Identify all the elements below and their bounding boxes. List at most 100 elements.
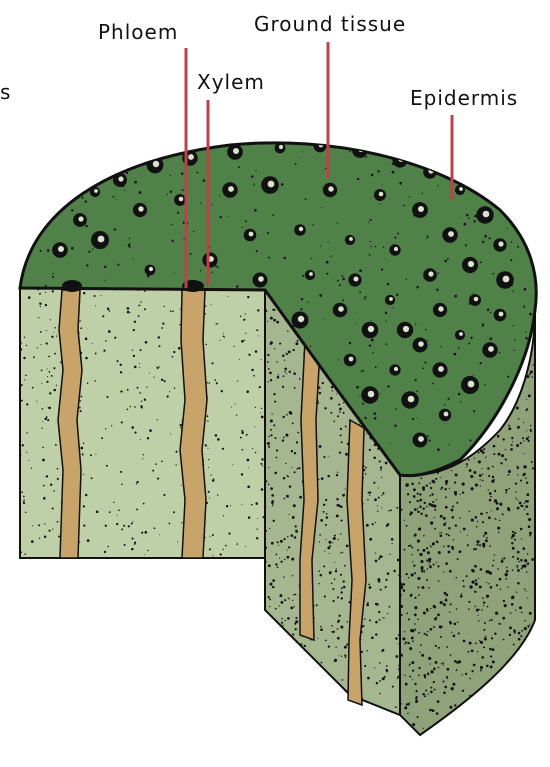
stipple-dot bbox=[168, 151, 169, 152]
stipple-dot bbox=[127, 389, 129, 391]
stipple-dot bbox=[524, 620, 526, 622]
stipple-dot bbox=[428, 558, 431, 561]
stipple-dot bbox=[437, 185, 438, 186]
stipple-dot bbox=[299, 378, 301, 380]
stipple-dot bbox=[414, 606, 417, 609]
stipple-dot bbox=[342, 278, 345, 281]
stipple-dot bbox=[334, 535, 336, 537]
stipple-dot bbox=[282, 386, 284, 388]
stipple-dot bbox=[290, 669, 292, 671]
stipple-dot bbox=[411, 573, 414, 576]
stipple-dot bbox=[377, 170, 379, 172]
vascular-bundle-center bbox=[153, 161, 159, 167]
stipple-dot bbox=[267, 706, 269, 708]
stipple-dot bbox=[407, 642, 409, 644]
stipple-dot bbox=[430, 521, 433, 524]
vascular-bundle-center bbox=[394, 367, 398, 371]
stipple-dot bbox=[319, 445, 322, 448]
stipple-dot bbox=[517, 467, 519, 469]
stipple-dot bbox=[432, 542, 435, 545]
stipple-dot bbox=[369, 586, 372, 589]
stipple-dot bbox=[104, 551, 106, 553]
stipple-dot bbox=[526, 399, 527, 400]
stipple-dot bbox=[83, 474, 84, 475]
stipple-dot bbox=[228, 216, 229, 217]
stipple-dot bbox=[507, 587, 508, 588]
stipple-dot bbox=[147, 437, 149, 439]
stipple-dot bbox=[476, 540, 479, 543]
stipple-dot bbox=[537, 540, 539, 542]
stipple-dot bbox=[130, 312, 131, 313]
stipple-dot bbox=[477, 521, 478, 522]
stipple-dot bbox=[349, 342, 351, 344]
vascular-bundle-center bbox=[98, 236, 105, 243]
stipple-dot bbox=[498, 623, 500, 625]
stipple-dot bbox=[421, 654, 424, 657]
stipple-dot bbox=[343, 707, 346, 710]
stipple-dot bbox=[528, 436, 530, 438]
stipple-dot bbox=[217, 267, 219, 269]
stipple-dot bbox=[515, 610, 516, 611]
stipple-dot bbox=[430, 545, 431, 546]
stipple-dot bbox=[516, 565, 518, 567]
stipple-dot bbox=[235, 404, 236, 405]
stipple-dot bbox=[484, 622, 486, 624]
stipple-dot bbox=[365, 473, 367, 475]
stipple-dot bbox=[451, 470, 452, 471]
stipple-dot bbox=[54, 327, 56, 329]
stipple-dot bbox=[440, 636, 442, 638]
stipple-dot bbox=[511, 542, 513, 544]
stipple-dot bbox=[527, 563, 529, 565]
stipple-dot bbox=[371, 320, 372, 321]
stipple-dot bbox=[178, 347, 181, 350]
stipple-dot bbox=[446, 676, 448, 678]
stipple-dot bbox=[441, 726, 444, 729]
stipple-dot bbox=[83, 505, 85, 507]
stipple-dot bbox=[370, 241, 371, 242]
stipple-dot bbox=[413, 488, 416, 491]
stipple-dot bbox=[269, 680, 272, 683]
stipple-dot bbox=[387, 283, 389, 285]
stipple-dot bbox=[511, 603, 514, 606]
stipple-dot bbox=[338, 615, 340, 617]
stipple-dot bbox=[429, 483, 431, 485]
stipple-dot bbox=[283, 416, 285, 418]
stipple-dot bbox=[462, 690, 464, 692]
stipple-dot bbox=[470, 732, 472, 734]
stipple-dot bbox=[376, 682, 378, 684]
stipple-dot bbox=[47, 419, 49, 421]
stipple-dot bbox=[163, 494, 165, 496]
stipple-dot bbox=[527, 625, 529, 627]
vascular-bundle-center bbox=[483, 211, 490, 218]
stipple-dot bbox=[483, 629, 484, 630]
stipple-dot bbox=[341, 656, 342, 657]
stipple-dot bbox=[416, 286, 418, 288]
stipple-dot bbox=[158, 336, 160, 338]
stipple-dot bbox=[140, 392, 142, 394]
stipple-dot bbox=[319, 392, 321, 394]
stipple-dot bbox=[261, 408, 262, 409]
stipple-dot bbox=[276, 361, 277, 362]
stipple-dot bbox=[394, 424, 396, 426]
stipple-dot bbox=[292, 634, 294, 636]
stipple-dot bbox=[311, 258, 313, 260]
stipple-dot bbox=[289, 514, 290, 515]
stipple-dot bbox=[79, 407, 81, 409]
stipple-dot bbox=[421, 477, 423, 479]
stipple-dot bbox=[480, 485, 481, 486]
stipple-dot bbox=[280, 639, 282, 641]
stipple-dot bbox=[320, 574, 323, 577]
stipple-dot bbox=[489, 620, 490, 621]
stipple-dot bbox=[85, 357, 88, 360]
stipple-dot bbox=[478, 731, 480, 733]
stipple-dot bbox=[408, 739, 409, 740]
stipple-dot bbox=[334, 659, 337, 662]
stipple-dot bbox=[475, 738, 478, 741]
stipple-dot bbox=[453, 539, 454, 540]
stipple-dot bbox=[469, 585, 472, 588]
stipple-dot bbox=[515, 689, 517, 691]
stipple-dot bbox=[80, 410, 82, 412]
stipple-dot bbox=[418, 528, 421, 531]
stipple-dot bbox=[208, 467, 209, 468]
stipple-dot bbox=[46, 416, 48, 418]
